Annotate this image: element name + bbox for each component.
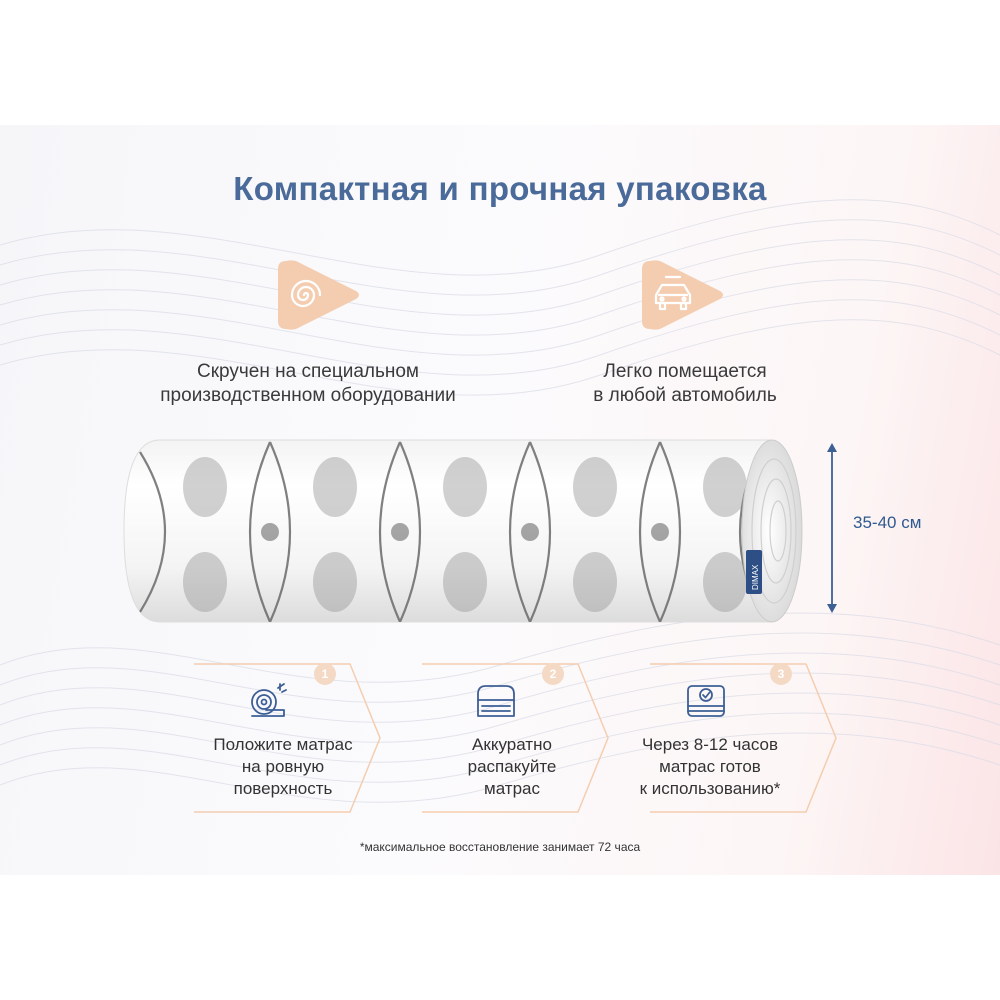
car-icon (642, 260, 723, 330)
feature-line: Скручен на специальном (197, 361, 419, 382)
feature-line: в любой автомобиль (593, 385, 777, 406)
step-line: Аккуратно (472, 735, 552, 754)
step-line: поверхность (233, 779, 333, 798)
rolled-mattress-image: DIMAX (123, 439, 803, 623)
page-title: Компактная и прочная упаковка (233, 170, 767, 207)
step-number-badge: 1 (314, 663, 336, 685)
rolled-mattress-icon (251, 683, 287, 717)
feature-text-car: Легко помещается в любой автомобиль (505, 360, 865, 408)
dimension-label: 35-40 см (853, 513, 922, 532)
step-line: к использованию* (639, 779, 781, 798)
step-line: Положите матрас (213, 735, 353, 754)
step-frame (194, 663, 381, 813)
feature-line: Легко помещается (603, 361, 767, 382)
step-line: матрас (484, 779, 540, 798)
step-line: распакуйте (467, 757, 557, 776)
step-frame (650, 663, 837, 813)
step-line: матрас готов (659, 757, 761, 776)
height-arrow-icon (827, 443, 837, 613)
step-line: на ровную (241, 757, 325, 776)
brand-tag-label: DIMAX (751, 564, 760, 590)
feature-line: производственном оборудовании (160, 385, 456, 406)
step-line: Через 8-12 часов (641, 735, 779, 754)
spiral-icon (278, 260, 359, 330)
step-frame (422, 663, 609, 813)
footnote: *максимальное восстановление занимает 72… (359, 840, 641, 854)
step-text: Положите матрас на ровную поверхность (183, 734, 383, 800)
step-text: Через 8-12 часов матрас готов к использо… (610, 734, 810, 800)
brand-tag (746, 550, 762, 594)
feature-text-rolled: Скручен на специальном производственном … (128, 360, 488, 408)
ready-mattress-icon (687, 685, 725, 717)
step-number-badge: 2 (542, 663, 564, 685)
step-number-badge: 3 (770, 663, 792, 685)
step-text: Аккуратно распакуйте матрас (412, 734, 612, 800)
unpacked-mattress-icon (477, 685, 515, 717)
wave-pattern (0, 199, 1000, 803)
